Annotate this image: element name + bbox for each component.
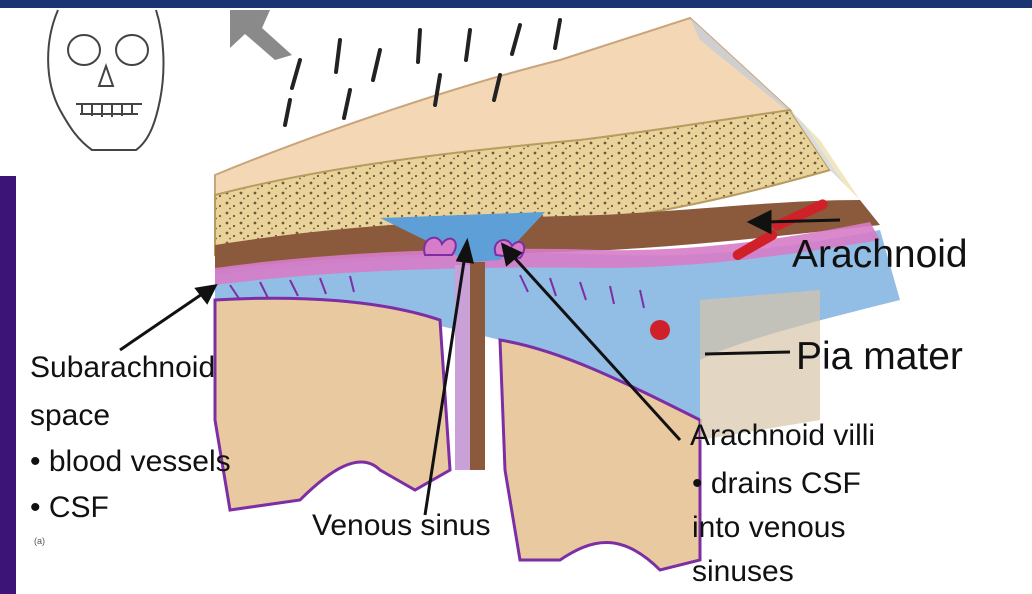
villi-bullet-drains: • drains CSF [692,466,861,501]
arachnoid-label: Arachnoid [792,232,968,278]
falx [470,262,485,470]
top-frame-bar [0,0,1032,8]
subarachnoid-bullet-blood-vessels: • blood vessels [30,444,231,479]
villi-line-into-venous: into venous [692,510,845,545]
venous-sinus-label: Venous sinus [312,508,490,543]
subarachnoid-bullet-csf: • CSF [30,490,109,525]
villi-title: Arachnoid villi [690,418,875,453]
skull-pointer-arrow [230,10,292,60]
brain-left [215,298,450,510]
villi-line-sinuses: sinuses [692,554,794,589]
left-accent-bar [0,176,16,594]
pia-mater-label: Pia mater [796,334,963,380]
panel-tag: (a) [34,536,45,547]
skull-icon [48,10,163,150]
subarachnoid-title: Subarachnoid [30,350,215,385]
subarachnoid-title-2: space [30,398,110,433]
